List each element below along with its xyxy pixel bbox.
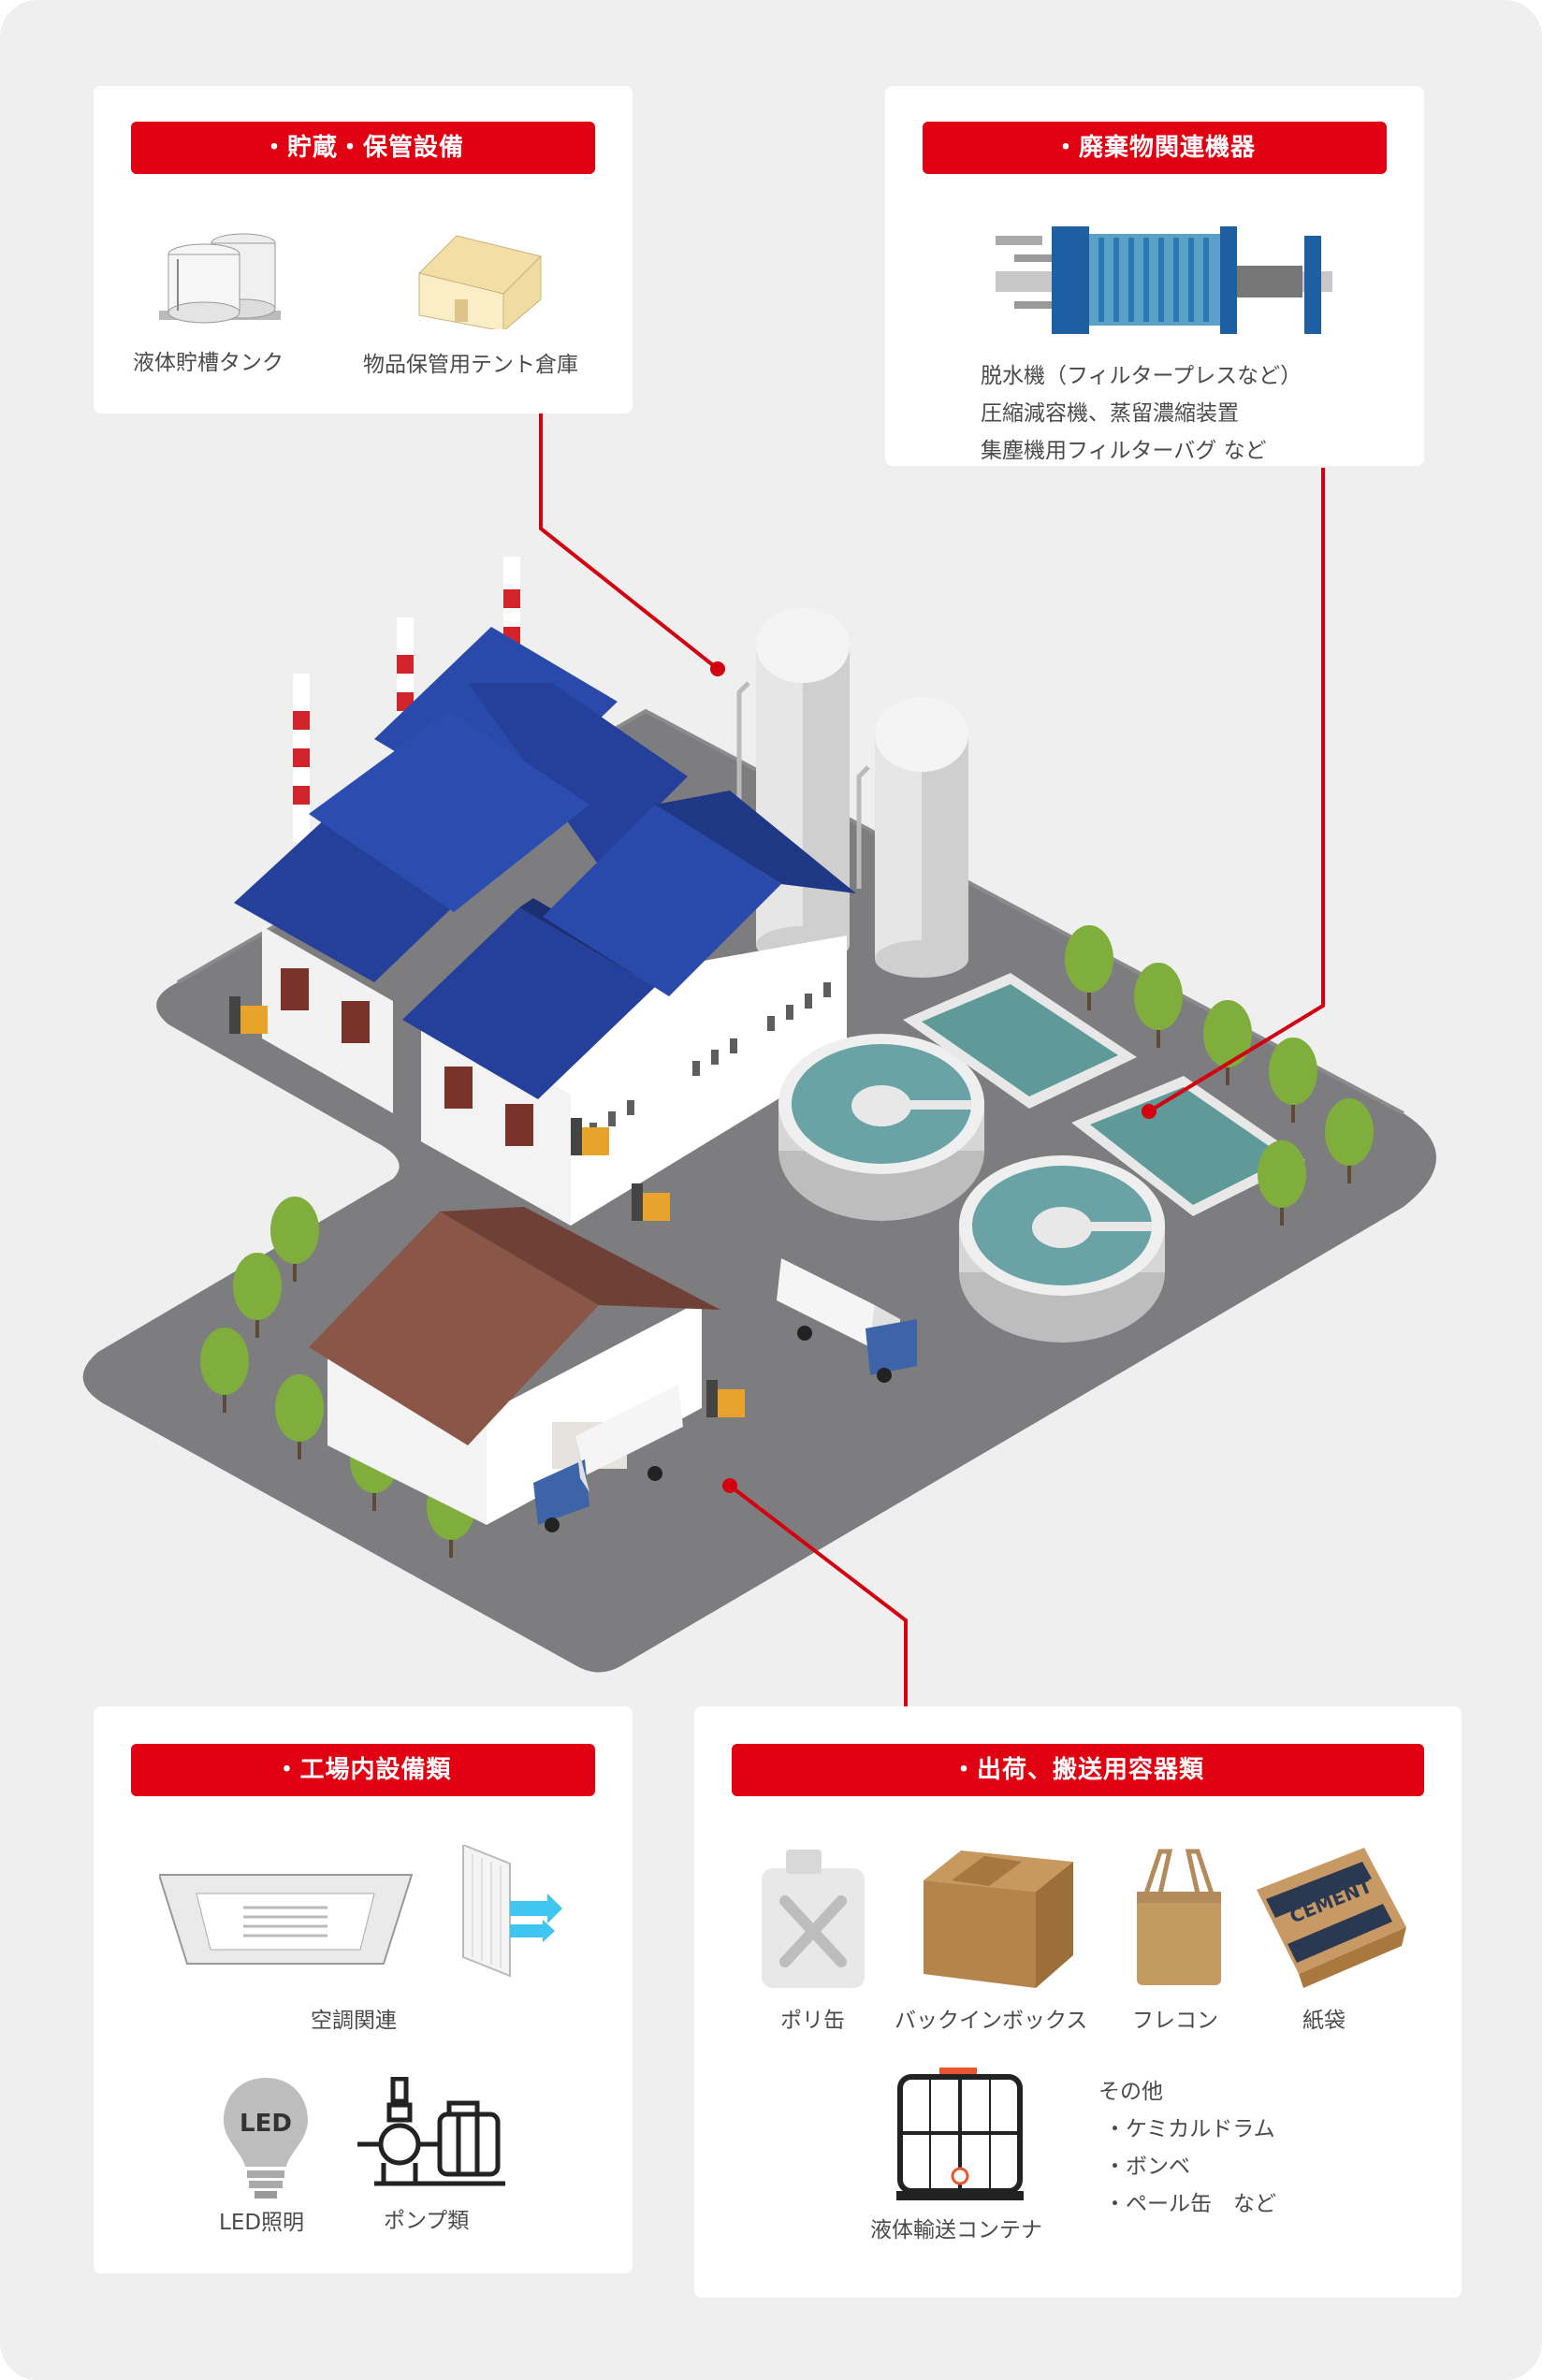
trees — [200, 925, 1374, 1558]
led-badge-text: LED — [240, 2110, 292, 2138]
paper-sack-icon: CEMENT 25kg — [1257, 1848, 1406, 1988]
warehouse — [309, 1207, 720, 1525]
flexible-container-bag-icon — [1137, 1849, 1221, 1985]
storage-item-label: 物品保管用テント倉庫 — [363, 353, 578, 377]
led-bulb-icon: LED — [224, 2078, 308, 2199]
shipping-item-label: フレコン — [1132, 2009, 1218, 2033]
factory-title: ・工場内設備類 — [131, 1744, 595, 1796]
shipping-others-item: ・ボンベ — [1104, 2155, 1190, 2179]
waste-card: ・廃棄物関連機器 脱水機（フィルタープレスなど） 圧縮減容機、蒸留濃縮装置 集塵… — [885, 86, 1424, 466]
factory-led-label: LED照明 — [219, 2211, 305, 2235]
pump-icon — [357, 2077, 505, 2186]
waste-line: 脱水機（フィルタープレスなど） — [981, 364, 1302, 388]
storage-card: ・貯蔵・保管設備 液体貯槽タンク 物品保管用テント倉庫 — [94, 86, 633, 414]
forklifts — [229, 996, 745, 1417]
shipping-ibc-label: 液体輸送コンテナ — [870, 2218, 1042, 2242]
storage-title: ・貯蔵・保管設備 — [131, 122, 595, 174]
shipping-item-label: 紙袋 — [1302, 2009, 1346, 2033]
shipping-title: ・出荷、搬送用容器類 — [732, 1744, 1424, 1796]
settling-basins — [903, 973, 1305, 1216]
trucks — [533, 1258, 917, 1532]
shipping-others-item: ・ケミカルドラム — [1104, 2117, 1275, 2141]
clarifier-tanks — [778, 1034, 1165, 1342]
cardboard-box-icon — [924, 1850, 1073, 1988]
shipping-others-title: その他 — [1098, 2080, 1163, 2104]
waste-line: 圧縮減容機、蒸留濃縮装置 — [981, 401, 1239, 426]
poly-can-icon — [762, 1850, 865, 1988]
factory-card: ・工場内設備類 空調関連 LED LED照明 — [94, 1706, 633, 2273]
factory-ac-label: 空調関連 — [311, 2009, 397, 2033]
shipping-others-item: ・ペール缶 など — [1104, 2192, 1276, 2216]
shipping-card: ・出荷、搬送用容器類 ポリ缶 バックインボックス フレコン CEMENT 25k… — [694, 1706, 1462, 2298]
air-filter-icon — [462, 1845, 562, 1978]
ibc-container-icon — [896, 2068, 1024, 2200]
waste-title: ・廃棄物関連機器 — [923, 122, 1387, 174]
air-conditioner-icon — [159, 1874, 414, 1965]
shipping-item-label: バックインボックス — [895, 2009, 1088, 2033]
main-factory-building — [234, 627, 856, 1226]
storage-tank-icon — [159, 233, 281, 324]
silos — [736, 608, 968, 978]
storage-item-label: 液体貯槽タンク — [133, 351, 284, 375]
filter-press-icon — [996, 226, 1332, 334]
factory-pump-label: ポンプ類 — [384, 2209, 470, 2233]
waste-line: 集塵機用フィルターバグ など — [981, 439, 1267, 463]
shipping-item-label: ポリ缶 — [780, 2009, 845, 2033]
connector-lines — [539, 413, 1325, 1707]
tent-warehouse-icon — [418, 235, 542, 329]
